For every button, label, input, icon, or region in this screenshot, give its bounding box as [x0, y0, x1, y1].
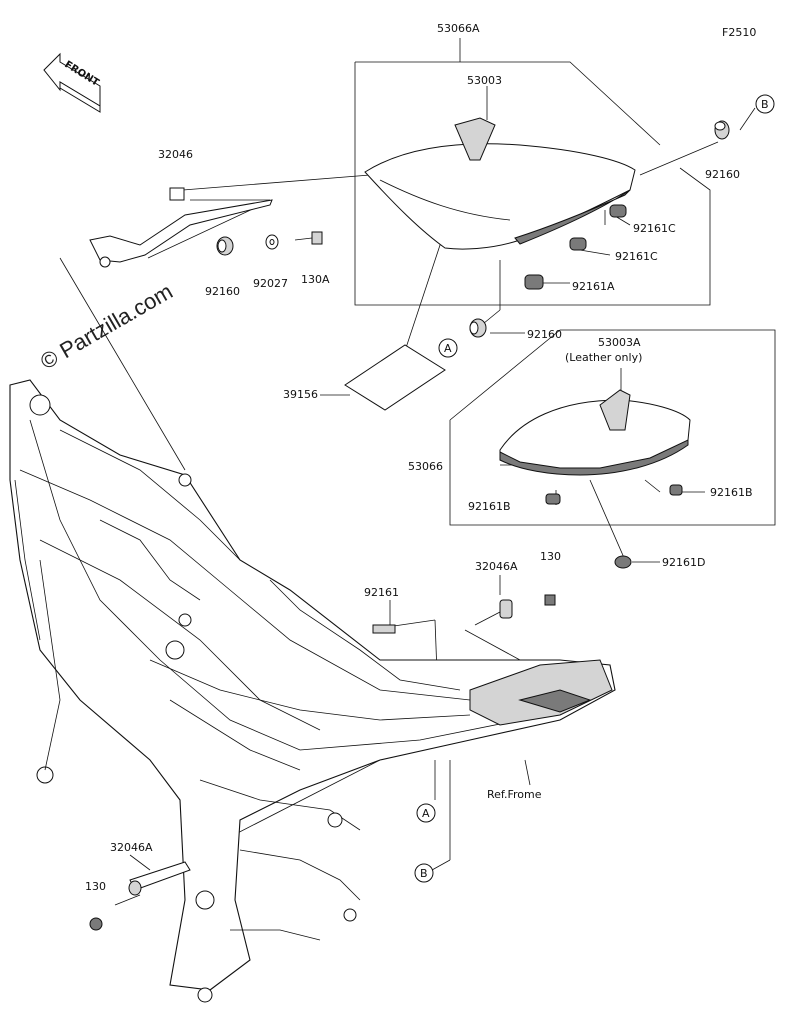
bracket-32046: [89, 187, 273, 268]
damper-92161D: [614, 555, 632, 569]
bracket-32046A-lower: [128, 861, 191, 896]
part-label-53003A: 53003A: [598, 336, 641, 349]
part-label-92161B-right: 92161B: [710, 486, 753, 499]
part-label-92160-left: 92160: [205, 285, 240, 298]
part-label-92160-right: 92160: [705, 168, 740, 181]
part-label-92161B-left: 92161B: [468, 500, 511, 513]
bolt-130A: [294, 231, 323, 245]
front-arrow-icon: FRONT: [43, 52, 101, 113]
part-label-92161C-lower: 92161C: [615, 250, 658, 263]
marker-b-bottom: B: [414, 863, 434, 883]
part-label-130A: 130A: [301, 273, 330, 286]
part-label-32046A-lower: 32046A: [110, 841, 153, 854]
damper-92161A: [524, 274, 544, 290]
damper-92161B-right: [669, 484, 683, 496]
marker-a-bottom: A: [416, 803, 436, 823]
marker-a-mid-label: A: [444, 342, 452, 355]
seat-assy-53066-box: [449, 329, 776, 526]
damper-92160-left: [216, 236, 234, 256]
damper-92160-right: [714, 120, 730, 140]
marker-b-bottom-label: B: [420, 867, 428, 880]
damper-92161C-lower: [569, 237, 587, 251]
bolt-130-lower: [89, 917, 103, 931]
marker-b-top: B: [755, 94, 775, 114]
bolt-130-upper: [544, 594, 556, 606]
part-label-32046: 32046: [158, 148, 193, 161]
marker-a-mid: A: [438, 338, 458, 358]
seat-assy-box: [354, 38, 711, 306]
part-label-92161: 92161: [364, 586, 399, 599]
part-label-53066: 53066: [408, 460, 443, 473]
ref-frame-label: Ref.Frome: [487, 788, 542, 801]
damper-92161C-upper: [609, 204, 627, 218]
watermark: © Partzilla.com: [36, 279, 177, 375]
part-label-39156: 39156: [283, 388, 318, 401]
motorcycle-frame: [9, 379, 616, 1003]
damper-92161B-left: [545, 493, 561, 505]
part-label-130-upper: 130: [540, 550, 561, 563]
part-label-130-lower: 130: [85, 880, 106, 893]
seat-53003A: [499, 389, 691, 476]
part-label-92161D: 92161D: [662, 556, 705, 569]
part-label-leather-note: (Leather only): [565, 351, 642, 364]
diagram-code: F2510: [722, 26, 756, 39]
label-39156: [344, 344, 446, 411]
part-label-32046A-upper: 32046A: [475, 560, 518, 573]
part-label-53003: 53003: [467, 74, 502, 87]
marker-b-top-label: B: [761, 98, 769, 111]
part-label-92161C-upper: 92161C: [633, 222, 676, 235]
marker-a-bottom-label: A: [422, 807, 430, 820]
washer-92027: [265, 234, 279, 250]
part-label-92160-mid: 92160: [527, 328, 562, 341]
part-label-92027: 92027: [253, 277, 288, 290]
damper-92161: [372, 624, 396, 634]
part-label-92161A: 92161A: [572, 280, 615, 293]
bracket-32046A-upper: [474, 599, 513, 626]
part-label-53066A: 53066A: [437, 22, 480, 35]
seat-53003: [364, 117, 636, 250]
damper-92160-mid: [469, 318, 487, 338]
